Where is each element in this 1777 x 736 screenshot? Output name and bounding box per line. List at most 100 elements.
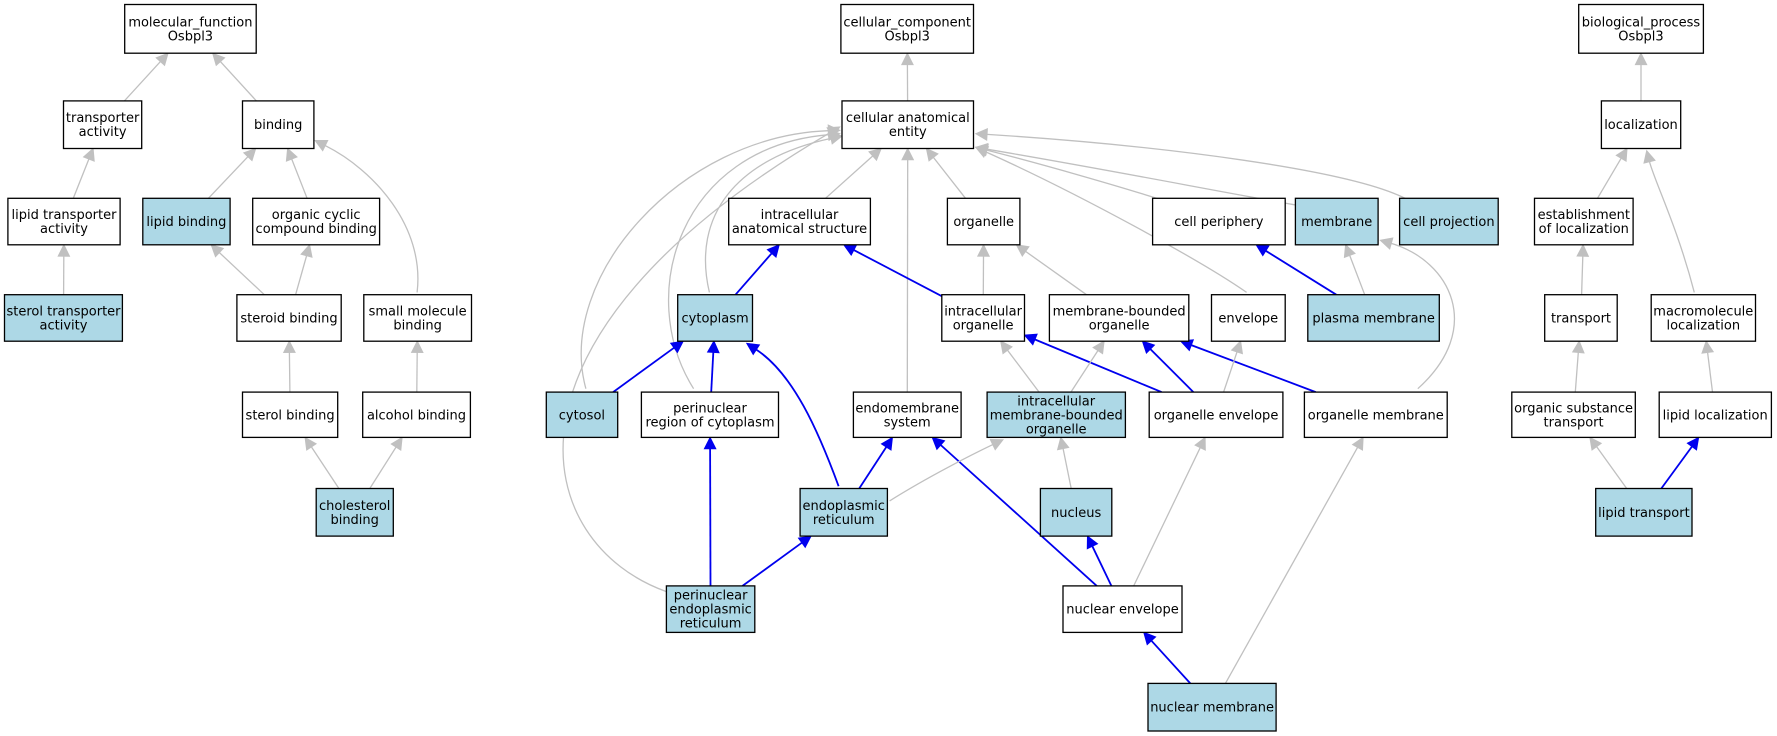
term-node-oe: organelle envelope bbox=[1148, 391, 1284, 439]
term-label-line: anatomical structure bbox=[732, 222, 867, 237]
edge-ll-to-ml bbox=[1701, 339, 1715, 393]
edge-mem-to-cae bbox=[974, 142, 1304, 207]
edge-per-to-er bbox=[741, 535, 812, 587]
term-label-line: binding bbox=[393, 318, 441, 333]
edge-per-to-cae bbox=[562, 126, 841, 593]
edge-arrowhead bbox=[300, 243, 313, 258]
edge-arrowhead bbox=[1143, 631, 1157, 646]
edge-arrowhead bbox=[410, 339, 424, 354]
edge-io-to-ias bbox=[842, 244, 943, 297]
edge-ne-to-nuc bbox=[1086, 535, 1113, 587]
edge-cb-to-sb bbox=[304, 436, 340, 489]
term-box bbox=[941, 294, 1026, 342]
edge-arrowhead bbox=[868, 147, 883, 162]
edge-line bbox=[218, 252, 265, 296]
term-node-ll: lipid localization bbox=[1658, 391, 1773, 439]
edge-arrowhead bbox=[390, 436, 403, 451]
term-box bbox=[1039, 487, 1113, 537]
edge-line bbox=[1190, 344, 1317, 393]
term-node-cproj: cell projection bbox=[1398, 197, 1499, 246]
edge-ems-to-cae bbox=[901, 147, 915, 393]
term-node-sb: sterol binding bbox=[241, 391, 339, 439]
edge-arrowhead bbox=[1092, 340, 1105, 355]
edge-line bbox=[1034, 338, 1162, 393]
term-label-line: intracellular bbox=[761, 208, 839, 223]
term-label-line: endoplasmic bbox=[669, 603, 751, 618]
edge-ne-to-oe bbox=[1133, 436, 1206, 587]
edge-oe-to-io bbox=[1023, 333, 1162, 393]
edge-line bbox=[940, 444, 1098, 587]
edge-arrowhead bbox=[900, 52, 914, 66]
term-label-line: envelope bbox=[1218, 311, 1278, 326]
edge-line bbox=[987, 133, 1412, 203]
term-box bbox=[640, 391, 780, 439]
edge-ias-to-cae bbox=[825, 147, 883, 199]
edge-line bbox=[612, 347, 675, 393]
edge-arrowhead bbox=[1343, 243, 1356, 259]
edge-arrowhead bbox=[766, 243, 780, 259]
term-box bbox=[1511, 391, 1636, 439]
term-label-line: lipid localization bbox=[1663, 408, 1768, 423]
term-box bbox=[1151, 197, 1286, 246]
term-node-env: envelope bbox=[1210, 294, 1286, 342]
term-box bbox=[841, 100, 975, 150]
term-label-line: organelle bbox=[953, 318, 1014, 333]
edge-arrowhead bbox=[1351, 436, 1364, 451]
edge-line bbox=[288, 352, 291, 393]
term-label-line: Osbpl3 bbox=[1618, 29, 1663, 44]
edge-arrowhead bbox=[1701, 339, 1715, 354]
edge-imbo-to-io bbox=[1000, 340, 1040, 393]
term-box bbox=[1595, 487, 1693, 537]
edge-line bbox=[1580, 256, 1584, 295]
edge-line bbox=[219, 61, 257, 102]
term-label-line: membrane bbox=[1301, 215, 1372, 230]
edge-loc-to-bp bbox=[1634, 52, 1648, 101]
term-box bbox=[1147, 682, 1277, 732]
edge-env-to-cae bbox=[974, 146, 1247, 293]
term-label-line: lipid binding bbox=[146, 215, 226, 230]
edge-arrowhead bbox=[1194, 436, 1206, 451]
term-node-cyto: cytoplasm bbox=[677, 294, 754, 342]
edge-line bbox=[72, 158, 90, 199]
term-node-ne: nuclear envelope bbox=[1062, 585, 1183, 634]
term-box bbox=[728, 197, 872, 246]
edge-arrowhead bbox=[211, 52, 226, 67]
edge-arrowhead bbox=[925, 147, 939, 162]
term-box bbox=[124, 3, 257, 54]
edge-line bbox=[1349, 255, 1366, 295]
term-label-line: transport bbox=[1551, 311, 1611, 326]
term-box bbox=[1544, 294, 1618, 342]
term-label-line: cellular_component bbox=[843, 15, 971, 30]
edge-line bbox=[1596, 157, 1622, 199]
term-box bbox=[1533, 197, 1634, 246]
edge-arrowhead bbox=[989, 438, 1005, 451]
term-label-line: binding bbox=[254, 118, 302, 133]
edge-line bbox=[1149, 348, 1195, 393]
term-label-line: entity bbox=[889, 125, 927, 140]
edge-line bbox=[1224, 446, 1359, 684]
term-box bbox=[545, 391, 619, 439]
edge-line bbox=[324, 145, 419, 293]
edge-line bbox=[1574, 352, 1579, 393]
edge-arrowhead bbox=[880, 436, 894, 451]
edge-line bbox=[1070, 350, 1099, 393]
edge-line bbox=[291, 158, 308, 199]
edge-line bbox=[985, 151, 1247, 293]
edge-io-to-org bbox=[976, 243, 991, 295]
edge-arrowhead bbox=[285, 147, 298, 162]
edge-line bbox=[1265, 250, 1337, 296]
edge-line bbox=[1133, 447, 1201, 587]
edge-ne-to-ems bbox=[931, 436, 1098, 587]
term-label-line: cellular anatomical bbox=[846, 111, 970, 126]
edge-line bbox=[310, 446, 340, 489]
edge-bind-to-mf bbox=[211, 52, 257, 102]
edge-prc-to-cyto bbox=[706, 339, 720, 393]
edge-line bbox=[1391, 242, 1456, 390]
